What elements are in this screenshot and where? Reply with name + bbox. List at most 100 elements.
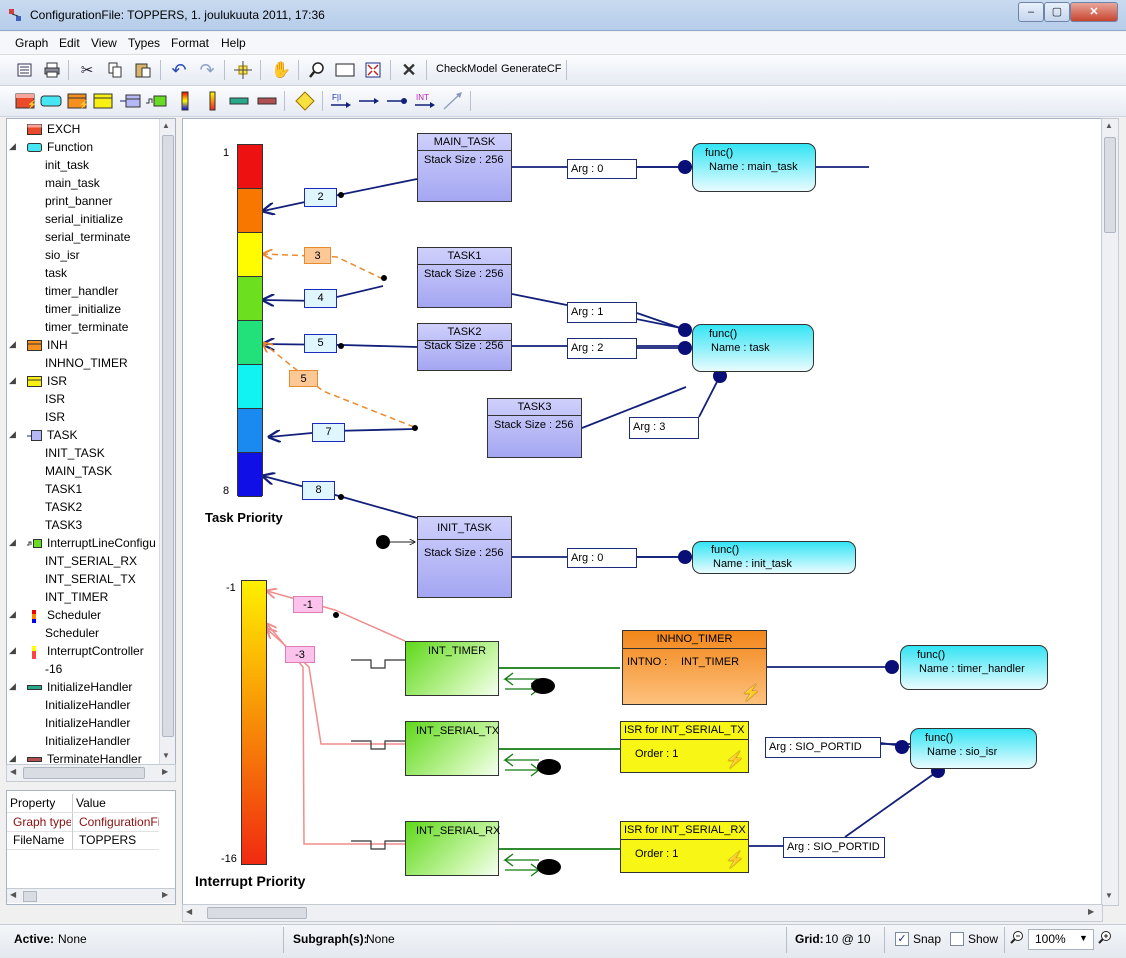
- priority-label-4[interactable]: 4: [304, 289, 337, 308]
- priority-label-minus3[interactable]: -3: [285, 646, 315, 663]
- scroll-right-icon[interactable]: ▶: [1088, 907, 1095, 916]
- func-main-task[interactable]: func() Name : main_task: [692, 143, 816, 192]
- expand-toggle-icon[interactable]: ◢: [9, 339, 16, 349]
- dot-link-icon[interactable]: [386, 90, 408, 112]
- tree-item[interactable]: InitializeHandler: [7, 697, 157, 715]
- diamond-icon[interactable]: [294, 90, 316, 112]
- task-init[interactable]: INIT_TASK Stack Size : 256: [417, 516, 512, 598]
- expand-toggle-icon[interactable]: ◢: [9, 681, 16, 691]
- inh-icon[interactable]: ⚡: [66, 90, 88, 112]
- zoom-in-icon[interactable]: [1098, 930, 1112, 947]
- tree-item[interactable]: Scheduler: [7, 625, 157, 643]
- property-row-filename[interactable]: FileName TOPPERS: [7, 831, 159, 850]
- cut-icon[interactable]: ✂: [80, 62, 94, 79]
- tree-item[interactable]: INT_SERIAL_TX: [7, 571, 157, 589]
- scroll-right-icon[interactable]: ▶: [162, 767, 169, 776]
- tree-item[interactable]: TASK1: [7, 481, 157, 499]
- priority-label-8[interactable]: 8: [302, 481, 335, 500]
- scroll-down-icon[interactable]: ▼: [162, 751, 170, 760]
- expand-toggle-icon[interactable]: ◢: [9, 537, 16, 547]
- priority-label-5-dashed[interactable]: 5: [289, 370, 318, 387]
- tree-item[interactable]: timer_handler: [7, 283, 157, 301]
- graph-canvas[interactable]: 1 8 Task Priority -1 -16 Interrupt Prior…: [182, 118, 1103, 906]
- tree-item[interactable]: print_banner: [7, 193, 157, 211]
- tree-horizontal-scrollbar[interactable]: ◀ ▶: [6, 764, 176, 782]
- func-task[interactable]: func() Name : task: [692, 324, 814, 372]
- canvas-vscroll-thumb[interactable]: [1104, 137, 1116, 233]
- interrupt-line-serial-tx[interactable]: INT_SERIAL_TX: [405, 721, 499, 776]
- tree-item[interactable]: main_task: [7, 175, 157, 193]
- tree-item[interactable]: serial_terminate: [7, 229, 157, 247]
- tree-item[interactable]: TASK3: [7, 517, 157, 535]
- tree-category[interactable]: ◢Scheduler: [7, 607, 157, 625]
- show-checkbox[interactable]: [950, 932, 964, 946]
- initialize-handler-icon[interactable]: [228, 90, 250, 112]
- interrupt-controller-icon[interactable]: [202, 90, 224, 112]
- arg-sio-tx[interactable]: Arg : SIO_PORTID: [765, 737, 881, 758]
- isr-serial-tx[interactable]: ISR for INT_SERIAL_TX Order : 1 ⚡: [620, 721, 749, 773]
- interrupt-line-serial-rx[interactable]: INT_SERIAL_RX: [405, 821, 500, 876]
- canvas-horizontal-scrollbar[interactable]: ◀ ▶: [182, 904, 1103, 922]
- check-model-button[interactable]: CheckModel: [436, 63, 498, 75]
- priority-label-5[interactable]: 5: [304, 334, 337, 353]
- tree-item[interactable]: ISR: [7, 409, 157, 427]
- func-timer-handler[interactable]: func() Name : timer_handler: [900, 645, 1048, 690]
- exch-icon[interactable]: ⚡: [14, 90, 36, 112]
- properties-icon[interactable]: [14, 59, 36, 81]
- expand-toggle-icon[interactable]: ◢: [9, 429, 16, 439]
- arg-task1[interactable]: Arg : 1: [567, 302, 637, 323]
- scroll-left-icon[interactable]: ◀: [186, 907, 193, 916]
- zoom-out-icon[interactable]: [1010, 930, 1024, 947]
- terminate-handler-icon[interactable]: [256, 90, 278, 112]
- expand-toggle-icon[interactable]: ◢: [9, 141, 16, 151]
- generate-cf-button[interactable]: GenerateCF: [501, 63, 562, 75]
- tree-category[interactable]: ◢Function: [7, 139, 157, 157]
- tree-item[interactable]: InitializeHandler: [7, 733, 157, 751]
- copy-icon[interactable]: [104, 59, 126, 81]
- tree-item[interactable]: INT_SERIAL_RX: [7, 553, 157, 571]
- snap-checkbox[interactable]: ✓: [895, 932, 909, 946]
- tree-item[interactable]: serial_initialize: [7, 211, 157, 229]
- fh-link-icon[interactable]: F|I: [330, 90, 352, 112]
- scroll-down-icon[interactable]: ▼: [1105, 891, 1113, 900]
- canvas-hscroll-thumb[interactable]: [207, 907, 307, 919]
- isr-serial-rx[interactable]: ISR for INT_SERIAL_RX Order : 1 ⚡: [620, 821, 749, 873]
- task-task1[interactable]: TASK1 Stack Size : 256: [417, 247, 512, 308]
- minimize-button[interactable]: –: [1018, 2, 1044, 22]
- menu-graph[interactable]: Graph: [15, 36, 49, 50]
- tree-item[interactable]: timer_terminate: [7, 319, 157, 337]
- tree-item[interactable]: -16: [7, 661, 157, 679]
- expand-toggle-icon[interactable]: ◢: [9, 609, 16, 619]
- menu-edit[interactable]: Edit: [59, 36, 80, 50]
- priority-label-7[interactable]: 7: [312, 423, 345, 442]
- tree-hscroll-thumb[interactable]: [23, 767, 145, 779]
- canvas-vertical-scrollbar[interactable]: ▲ ▼: [1101, 118, 1119, 906]
- zoom-icon[interactable]: [306, 59, 328, 81]
- tree-item[interactable]: sio_isr: [7, 247, 157, 265]
- tree-category[interactable]: ◢InterruptController: [7, 643, 157, 661]
- priority-label-minus1[interactable]: -1: [293, 596, 323, 613]
- task-task3[interactable]: TASK3 Stack Size : 256: [487, 398, 582, 458]
- arg-task3[interactable]: Arg : 3: [629, 417, 699, 439]
- fit-icon[interactable]: [362, 59, 384, 81]
- delete-icon[interactable]: ✕: [401, 59, 417, 80]
- arg-init[interactable]: Arg : 0: [567, 548, 637, 568]
- tree-item[interactable]: INHNO_TIMER: [7, 355, 157, 373]
- tree-category[interactable]: ◢TerminateHandler: [7, 751, 157, 765]
- close-button[interactable]: ✕: [1070, 2, 1118, 22]
- function-icon[interactable]: [40, 90, 62, 112]
- menu-types[interactable]: Types: [128, 36, 161, 50]
- zoom-rect-icon[interactable]: [334, 59, 356, 81]
- arg-sio-rx[interactable]: Arg : SIO_PORTID: [783, 837, 885, 858]
- scroll-left-icon[interactable]: ◀: [10, 767, 17, 776]
- tree-scroll-thumb[interactable]: [162, 135, 174, 737]
- tree-item[interactable]: timer_initialize: [7, 301, 157, 319]
- expand-toggle-icon[interactable]: ◢: [9, 645, 16, 655]
- scheduler-icon[interactable]: [174, 90, 196, 112]
- tree-category[interactable]: ◢INH: [7, 337, 157, 355]
- expand-toggle-icon[interactable]: ◢: [9, 375, 16, 385]
- task-icon[interactable]: [120, 90, 142, 112]
- arg-task2[interactable]: Arg : 2: [567, 338, 637, 359]
- paste-icon[interactable]: [132, 59, 154, 81]
